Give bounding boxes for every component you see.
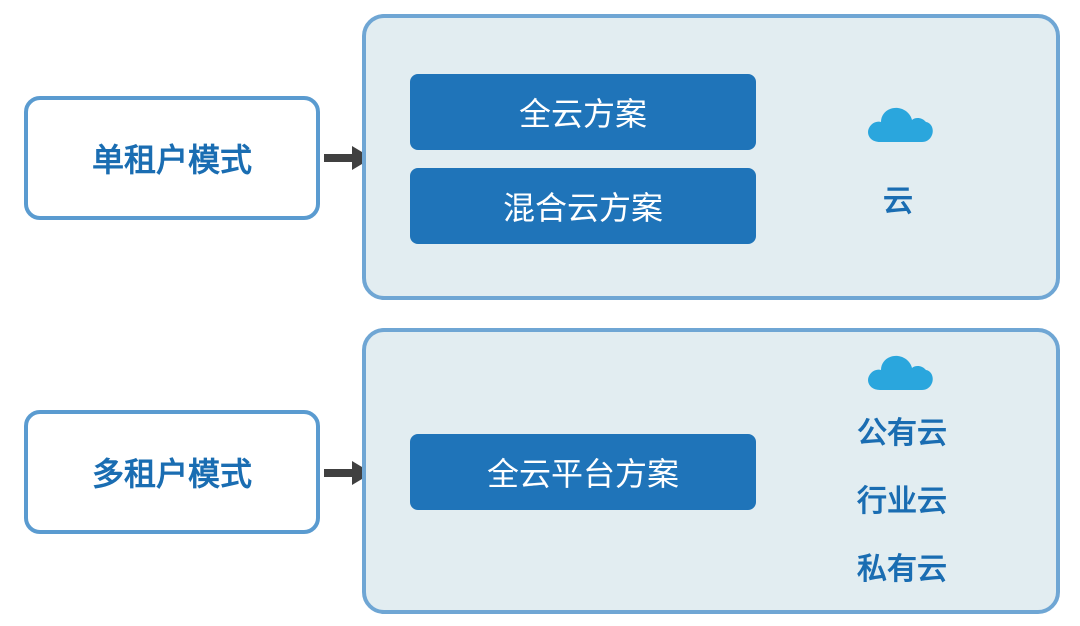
private-cloud-label: 私有云 bbox=[857, 552, 947, 587]
single-tenant-panel bbox=[362, 14, 1060, 300]
multi-tenant-mode-box: 多租户模式 bbox=[24, 410, 320, 534]
full-cloud-plan: 全云方案 bbox=[410, 74, 756, 150]
hybrid-cloud-plan-label: 混合云方案 bbox=[502, 189, 663, 227]
single-tenant-mode-box: 单租户模式 bbox=[24, 96, 320, 220]
full-cloud-platform-plan-label: 全云平台方案 bbox=[486, 455, 679, 493]
cloud-icon bbox=[868, 107, 933, 142]
cloud-label: 云 bbox=[883, 184, 913, 219]
hybrid-cloud-plan: 混合云方案 bbox=[410, 168, 756, 244]
cloud-icon bbox=[868, 355, 933, 390]
single-tenant-mode-label: 单租户模式 bbox=[91, 141, 252, 179]
full-cloud-plan-label: 全云方案 bbox=[518, 95, 647, 133]
public-cloud-label: 公有云 bbox=[857, 416, 947, 451]
multi-tenant-mode-label: 多租户模式 bbox=[91, 455, 252, 493]
full-cloud-platform-plan: 全云平台方案 bbox=[410, 434, 756, 510]
industry-cloud-label: 行业云 bbox=[857, 484, 947, 519]
